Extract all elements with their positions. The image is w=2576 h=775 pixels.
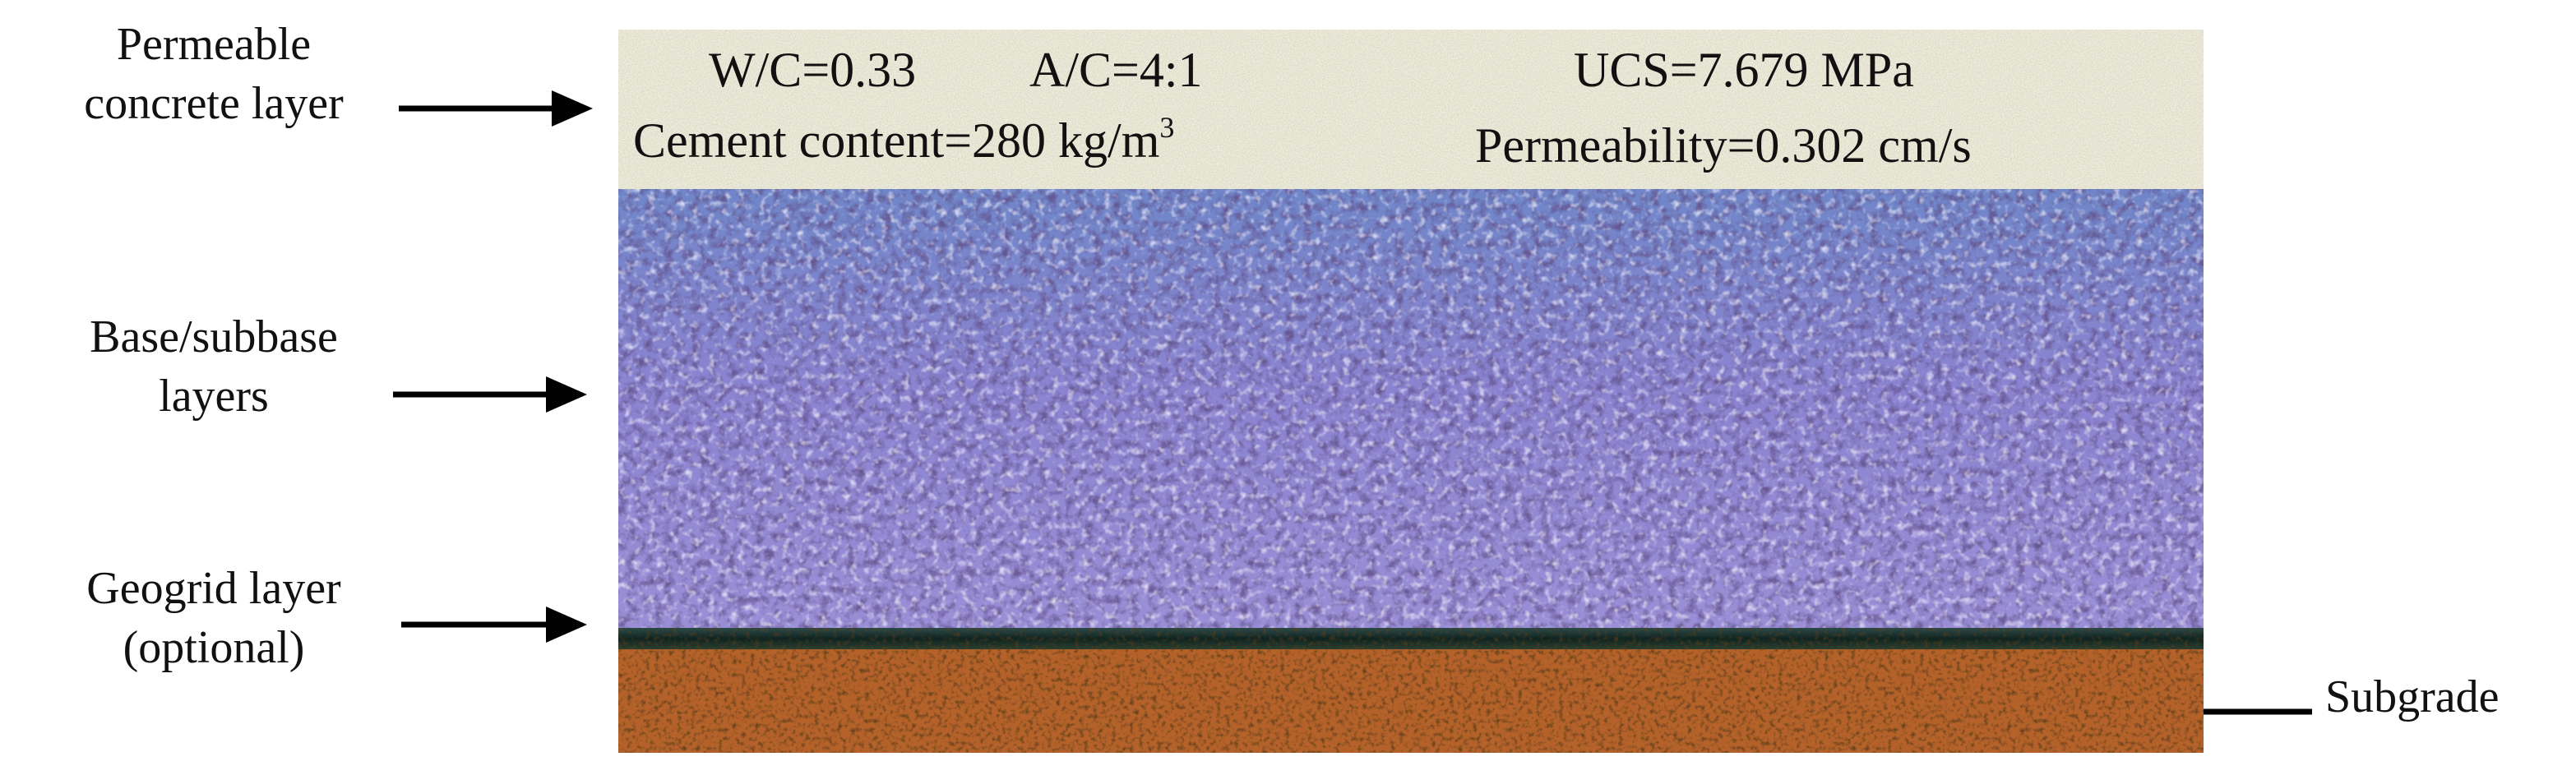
base-label-line2: layers	[159, 371, 269, 422]
permeable-label-line1: Permeable	[116, 19, 312, 70]
permeable-label-line2: concrete layer	[84, 78, 344, 129]
permeable-concrete-layer-label: Permeable concrete layer	[33, 15, 395, 133]
permeability-text: Permeability=0.302 cm/s	[1475, 118, 1972, 173]
geogrid-label-line1: Geogrid layer	[86, 563, 341, 614]
cement-content-value: Cement content=280 kg/m	[633, 113, 1160, 168]
subgrade-label: Subgrade	[2325, 667, 2572, 727]
base-arrow-icon	[393, 376, 587, 413]
subgrade-label-text: Subgrade	[2325, 671, 2500, 722]
ucs-text: UCS=7.679 MPa	[1574, 43, 1914, 97]
base-subbase-layer	[618, 189, 2204, 630]
permeable-concrete-layer	[618, 30, 2204, 189]
pavement-cross-section: W/C=0.33 A/C=4:1 Cement content=280 kg/m…	[618, 30, 2204, 753]
base-subbase-layers-label: Base/subbase layers	[33, 307, 395, 426]
geogrid-arrow-icon	[401, 607, 587, 643]
geogrid-label-line2: (optional)	[123, 622, 305, 673]
cement-content-text: Cement content=280 kg/m3	[633, 110, 1174, 171]
subgrade-layer	[618, 649, 2204, 753]
ac-ratio-text: A/C=4:1	[1029, 43, 1203, 97]
wc-ratio-text: W/C=0.33	[709, 43, 917, 97]
base-label-line1: Base/subbase	[90, 311, 338, 362]
geogrid-layer-label: Geogrid layer (optional)	[33, 559, 395, 677]
cement-content-exponent: 3	[1159, 111, 1175, 144]
permeable-arrow-icon	[399, 90, 593, 127]
geogrid-layer	[618, 628, 2204, 649]
